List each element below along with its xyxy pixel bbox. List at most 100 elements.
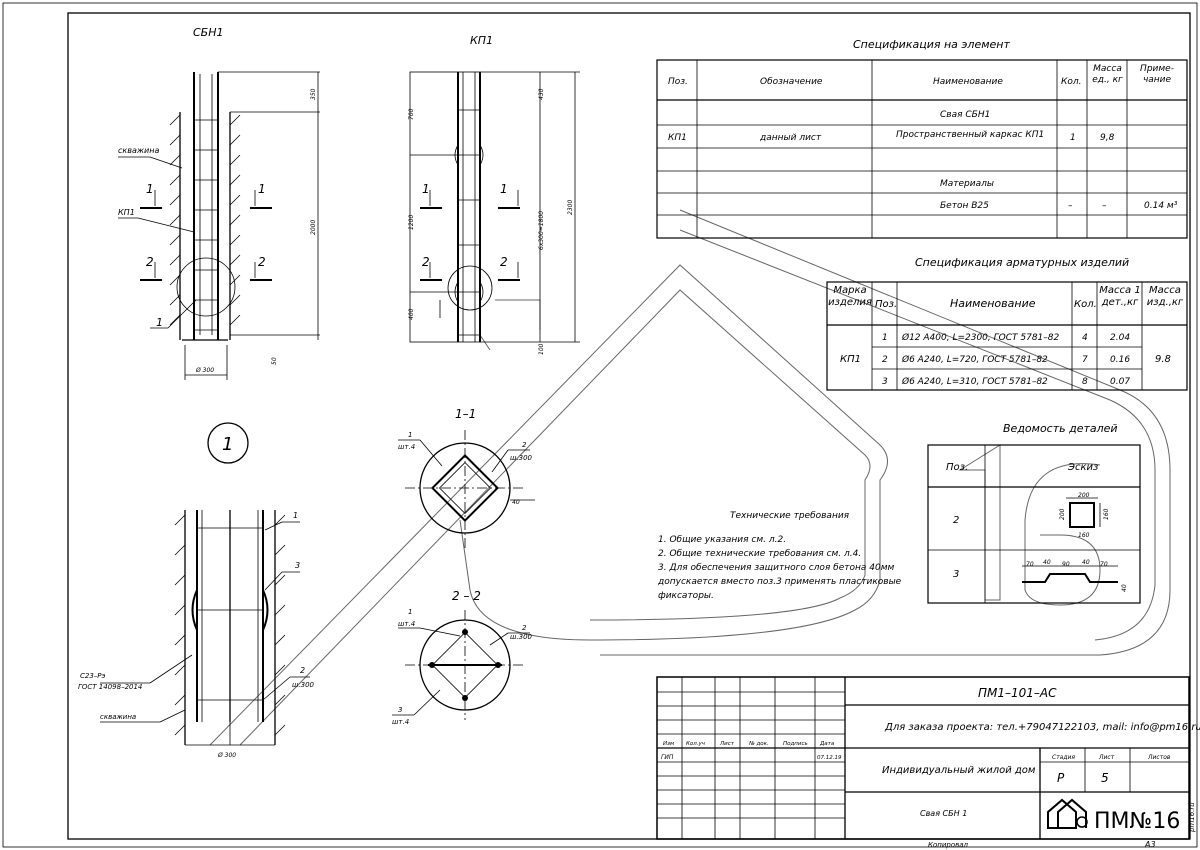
title-code: ПМ1–101–АС — [978, 686, 1057, 700]
kp1-dim-e: 6х300=1800 — [538, 211, 545, 250]
s11-dim: 40 — [512, 499, 520, 506]
details-row-3: 3 — [953, 569, 959, 580]
detail-dim-diameter: Ø 300 — [217, 752, 236, 759]
detail-1-drawing — [100, 510, 310, 746]
spec-rb-h-name: Наименование — [950, 297, 1036, 310]
kp1-dim-c: 400 — [408, 308, 415, 320]
sbn1-sec1a: 1 — [146, 182, 154, 196]
detail-marker-circle — [207, 422, 249, 464]
tb-h-list: Лист — [719, 741, 735, 747]
detail-pos2: 2 — [300, 666, 305, 675]
spec-el-r1-designation: данный лист — [759, 133, 822, 143]
details-h-pos: Поз. — [946, 462, 968, 473]
tb-h-izm: Изм — [663, 741, 674, 747]
s11-callout-left-num: 1 — [408, 431, 412, 439]
title-order-text: Для заказа проекта: тел.+79047122103, ma… — [884, 722, 1200, 733]
details-row-2: 2 — [953, 515, 959, 526]
kp1-dim-total: 2300 — [567, 200, 574, 215]
spec-rb-r1-mass: 2.04 — [1110, 333, 1130, 343]
spec-rb-r1-qty: 4 — [1082, 333, 1088, 343]
detail-3-dim-d: 40 — [1082, 559, 1090, 566]
s22-callout-left-qty: шт.4 — [398, 620, 415, 628]
kp1-dim-a: 700 — [408, 108, 415, 120]
s22-callout-left-num: 1 — [408, 608, 412, 616]
tech-title: Технические требования — [730, 511, 850, 521]
detail-marker-number: 1 — [222, 434, 233, 455]
detail-material-b: ГОСТ 14098–2014 — [78, 683, 142, 691]
spec-element-table — [656, 59, 1188, 239]
detail-2-sketch — [1066, 497, 1101, 528]
kp1-elevation — [409, 71, 580, 343]
detail-3-dim-f: 40 — [1121, 584, 1128, 592]
spec-el-h-designation: Обозначение — [760, 77, 823, 87]
tech-line-5: фиксаторы. — [658, 591, 714, 601]
company-logo-icon — [1047, 798, 1088, 829]
spec-el-r2-qty: – — [1068, 201, 1073, 211]
tb-sheet: 5 — [1101, 771, 1109, 785]
spec-el-h-mass: Масса ед., кг — [1092, 64, 1123, 85]
detail-2-dim-c: 160 — [1103, 508, 1110, 520]
spec-rb-mark: КП1 — [840, 354, 861, 365]
spec-rb-r1-name: Ø12 А400, L=2300, ГОСТ 5781–82 — [901, 332, 1060, 343]
kp1-dim-d: 430 — [538, 88, 545, 100]
kp1-dim-f: 100 — [538, 343, 545, 355]
detail-3-sketch — [1022, 565, 1118, 583]
sbn1-dim-diameter: Ø 300 — [195, 367, 214, 374]
tb-drawing: Свая СБН 1 — [920, 809, 967, 818]
tech-line-2: 2. Общие технические требования см. л.4. — [658, 549, 861, 559]
tb-stage-label: Стадия — [1052, 754, 1075, 761]
sbn1-dim-top: 350 — [310, 88, 317, 100]
detail-2-dim-d: 160 — [1078, 532, 1090, 539]
spec-rebar-table — [826, 281, 1188, 391]
spec-rebar-title: Спецификация арматурных изделий — [915, 256, 1129, 269]
tb-gip: ГИП — [661, 754, 674, 761]
sbn1-sec2b: 2 — [258, 255, 266, 269]
sbn1-sec2a: 2 — [146, 255, 154, 269]
spec-rb-r3-qty: 8 — [1082, 377, 1088, 387]
tech-line-3: 3. Для обеспечения защитного слоя бетона… — [658, 563, 895, 573]
spec-rb-r2-pos: 2 — [882, 355, 888, 365]
s11-callout-right-qty: ш.300 — [510, 454, 533, 462]
spec-rb-r3-name: Ø6 А240, L=310, ГОСТ 5781–82 — [901, 376, 1048, 387]
s22-callout-right-qty: ш.300 — [510, 633, 533, 641]
sbn1-title: СБН1 — [193, 26, 224, 39]
tech-line-1: 1. Общие указания см. л.2. — [658, 535, 786, 545]
spec-el-r2-note: 0.14 м³ — [1144, 201, 1178, 211]
tb-date: 07.12.19 — [817, 755, 842, 761]
sbn1-label-kp1: КП1 — [118, 208, 135, 217]
spec-el-h-pos: Поз. — [668, 77, 688, 87]
section-2-2-drawing — [392, 610, 530, 720]
details-table — [927, 444, 1141, 604]
spec-rb-h-mark: Марка изделия — [828, 285, 872, 308]
s11-callout-right-num: 2 — [522, 441, 527, 449]
spec-rb-h-qty: Кол. — [1074, 299, 1097, 310]
detail-pos2-qty: ш.300 — [292, 681, 315, 689]
spec-el-group2: Материалы — [940, 179, 994, 189]
sbn1-sec1b: 1 — [258, 182, 266, 196]
spec-el-h-note-wrap: Приме- чание — [1140, 64, 1174, 85]
s22-callout-bottom-qty: шт.4 — [392, 718, 409, 726]
tb-h-koluch: Кол.уч — [686, 741, 706, 747]
detail-pos1: 1 — [293, 511, 298, 520]
tb-logo-text: ПМ№16 — [1094, 809, 1180, 834]
detail-3-dim-e: 70 — [1100, 561, 1108, 568]
kp1-sec2b: 2 — [500, 255, 508, 269]
tb-sheets-label: Листов — [1147, 754, 1171, 761]
section-1-1-drawing — [398, 430, 535, 548]
spec-rb-r2-qty: 7 — [1082, 355, 1088, 365]
detail-material-a: С23–Рэ — [80, 672, 106, 680]
detail-label-well: скважина — [100, 713, 136, 721]
sbn1-label-pos1: 1 — [156, 316, 163, 329]
section-2-2-title: 2 – 2 — [452, 589, 481, 603]
spec-el-h-name: Наименование — [933, 77, 1003, 87]
spec-rb-h-mass1-wrap: Масса 1 дет.,кг — [1099, 285, 1140, 308]
sbn1-dim-height: 2000 — [310, 220, 317, 235]
kp1-sec1b: 1 — [500, 182, 508, 196]
spec-el-group1: Свая СБН1 — [940, 110, 990, 120]
drawing-frame — [67, 12, 1191, 840]
detail-3-dim-a: 70 — [1026, 561, 1034, 568]
s22-callout-bottom-num: 3 — [398, 706, 402, 714]
kp1-dim-b: 1200 — [408, 215, 415, 230]
spec-rb-h-mass2-wrap: Масса изд.,кг — [1147, 285, 1183, 308]
